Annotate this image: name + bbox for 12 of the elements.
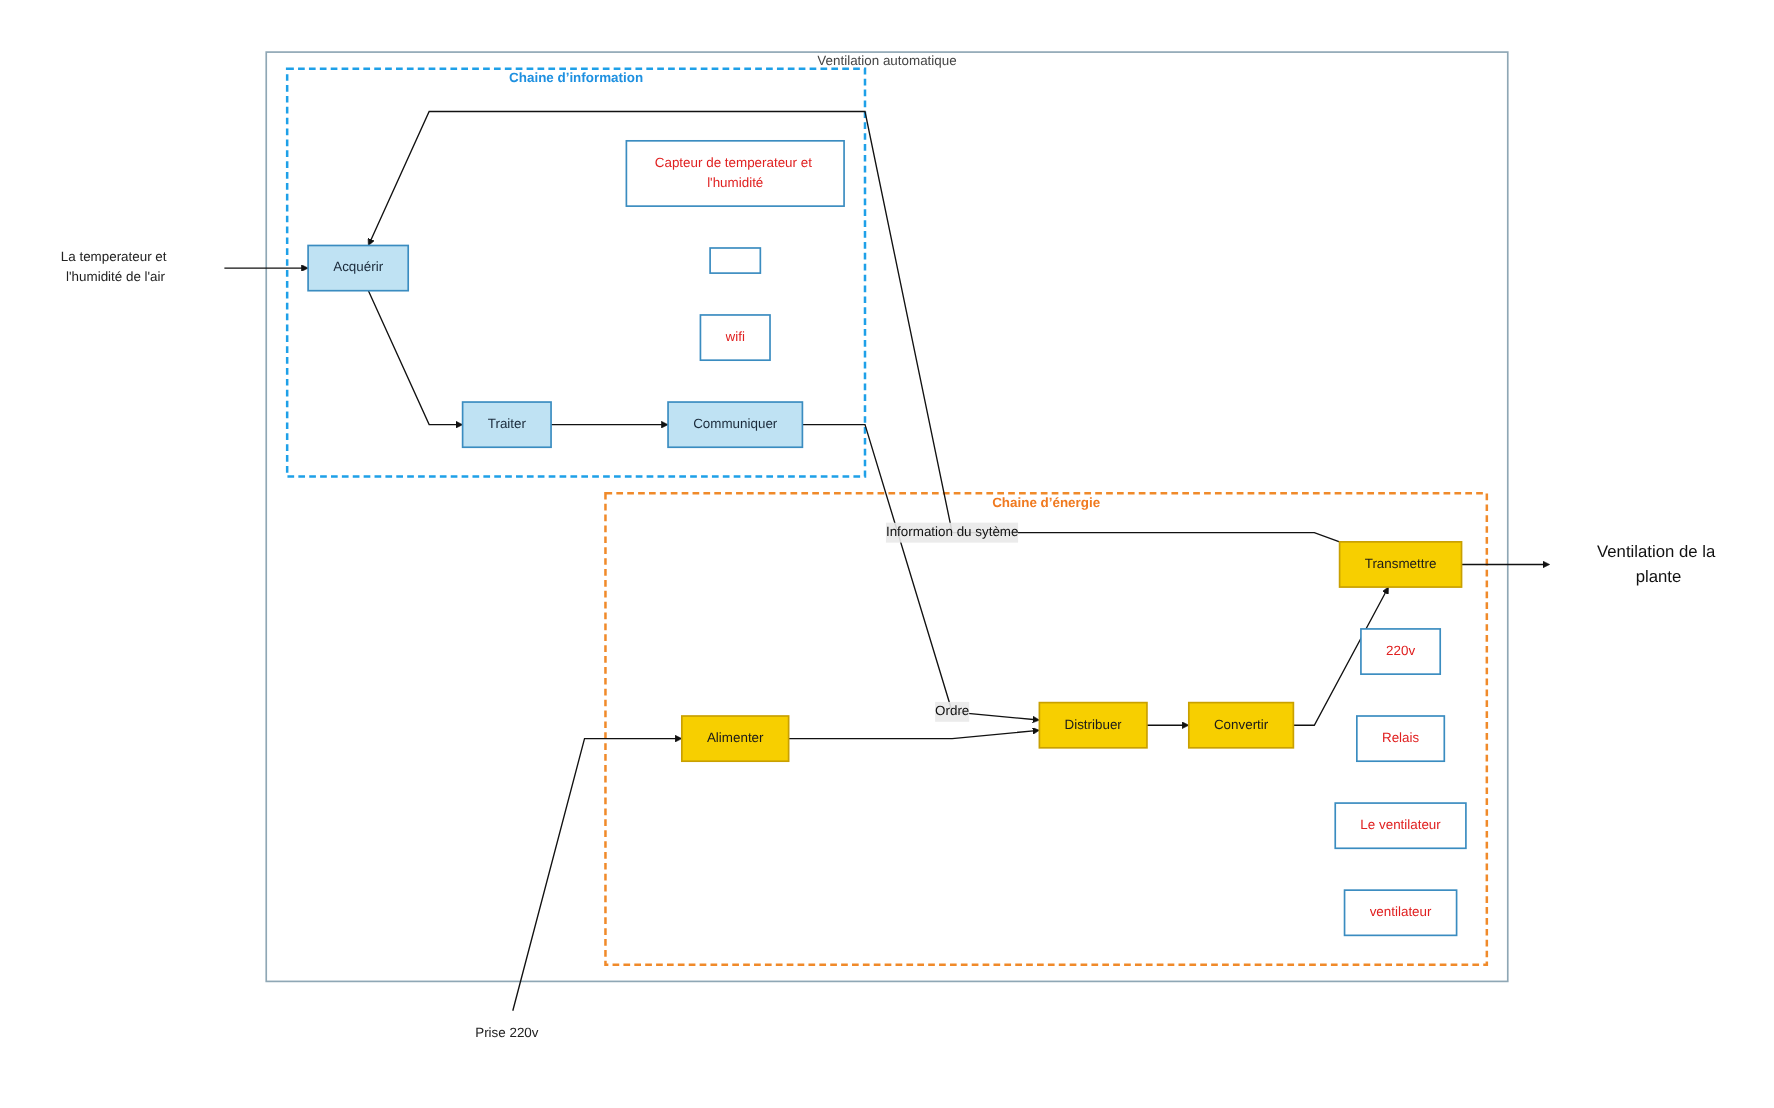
arrow [1146,721,1190,729]
arrow [550,420,669,429]
arrow [367,290,463,429]
arrow [787,727,1040,740]
node-text: Ventilation de la plante [1597,542,1716,587]
arrow [223,264,309,272]
node-box [709,247,762,274]
arrow [1460,560,1550,569]
arrow [512,734,683,1012]
arrow [367,110,1341,543]
arrow [801,423,1040,724]
arrow [1292,586,1389,726]
